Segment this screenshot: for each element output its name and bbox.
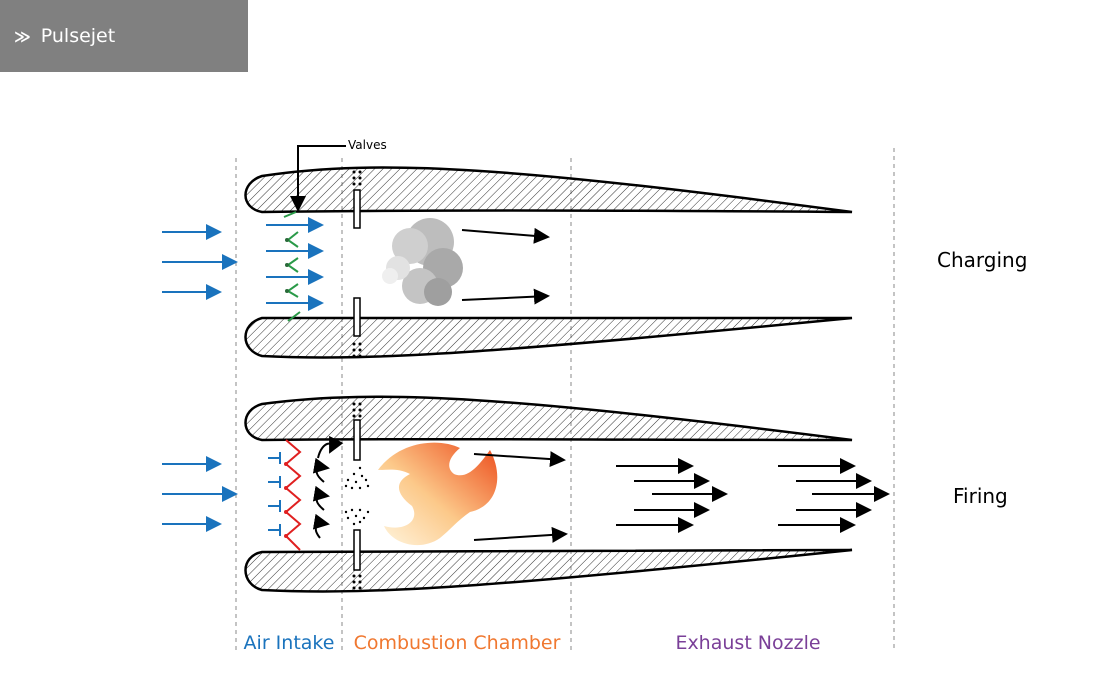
wall-bottom-charging [244, 316, 853, 359]
injector-bottom-charging [353, 297, 361, 337]
flow-arrows-charging [461, 227, 550, 305]
engine-firing [162, 395, 890, 593]
wall-bottom-firing [244, 548, 853, 593]
valves-closed [284, 439, 302, 551]
air-inflow-arrows-firing [162, 456, 238, 532]
injector-ports-charging [352, 170, 362, 358]
pressure-arrows [312, 435, 344, 539]
section-label-exhaust-nozzle: Exhaust Nozzle [675, 632, 820, 654]
injector-top-firing [353, 419, 361, 461]
wall-top-charging [244, 166, 853, 214]
engine-charging [162, 166, 853, 359]
wall-top-firing [244, 395, 853, 442]
page-title: Pulsejet [40, 25, 116, 47]
blocked-air-markers [268, 452, 281, 536]
injector-top-charging [353, 189, 361, 229]
title-bar: ≫ Pulsejet [0, 0, 248, 72]
exhaust-arrows [616, 458, 890, 533]
double-chevron-right-icon: ≫ [14, 26, 31, 46]
air-inflow-arrows-charging [162, 217, 324, 311]
phase-label-charging: Charging [937, 248, 1027, 272]
valves-label: Valves [348, 138, 387, 152]
combustion-flame [378, 442, 498, 546]
flow-arrows-firing-chamber [473, 451, 568, 543]
fuel-spray [344, 466, 370, 526]
injector-ports-firing [352, 402, 362, 590]
injector-bottom-firing [353, 529, 361, 571]
section-label-air-intake: Air Intake [244, 632, 335, 654]
section-label-combustion-chamber: Combustion Chamber [354, 632, 561, 654]
phase-label-firing: Firing [953, 484, 1008, 508]
fuel-air-cloud [382, 218, 463, 306]
valves-callout [290, 145, 346, 212]
